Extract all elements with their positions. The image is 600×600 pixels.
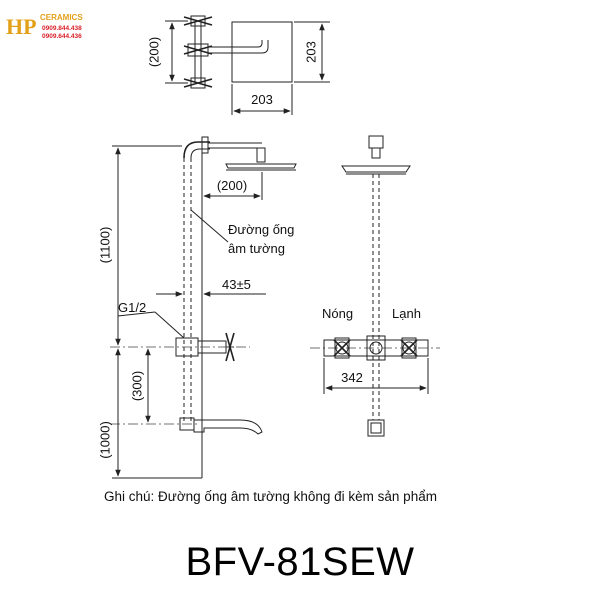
top-mixer-body bbox=[187, 43, 209, 57]
dim-floor-to-spout: (1000) bbox=[97, 421, 112, 459]
front-top-holder bbox=[368, 135, 384, 149]
front-mixer bbox=[366, 335, 386, 361]
label-pipe-line-2: âm tường bbox=[228, 241, 285, 256]
pipe-label-leader bbox=[190, 209, 229, 243]
dim-top-height: (200) bbox=[146, 37, 161, 67]
dim-arm-offset: (200) bbox=[217, 178, 247, 193]
dim-wall-depth: 43±5 bbox=[222, 277, 251, 292]
label-thread: G1/2 bbox=[118, 300, 146, 315]
logo-phone-2: 0909.644.436 bbox=[42, 33, 82, 40]
shower-head bbox=[225, 163, 297, 169]
front-hot-valve bbox=[334, 337, 350, 359]
model-number: BFV-81SEW bbox=[185, 540, 415, 584]
top-elbow bbox=[183, 141, 210, 159]
front-view: Nóng Lạnh 342 bbox=[310, 135, 440, 437]
note-text: Ghi chú: Đường ống âm tường không đi kèm… bbox=[104, 489, 437, 504]
logo-brand: CERAMICS bbox=[40, 13, 83, 22]
label-cold: Lạnh bbox=[392, 306, 421, 321]
dim-mixer-to-spout: (300) bbox=[129, 371, 144, 401]
side-spout bbox=[193, 419, 263, 435]
top-valve-handle-lower bbox=[183, 78, 213, 88]
label-hot: Nóng bbox=[322, 306, 353, 321]
side-view: (200) Đường ống âm tường 43±5 G1/2 (1100… bbox=[97, 136, 297, 479]
top-view-plate bbox=[231, 21, 293, 83]
front-valve-rail bbox=[323, 339, 429, 357]
front-cold-valve bbox=[401, 337, 417, 359]
front-shower-head bbox=[341, 165, 411, 173]
top-valve-handle-upper bbox=[183, 16, 213, 26]
wall-flange-top bbox=[201, 136, 209, 154]
dim-valve-spacing: 342 bbox=[341, 370, 363, 385]
top-view: (200) 203 203 bbox=[146, 15, 330, 115]
logo-phone-1: 0909.844.438 bbox=[42, 25, 82, 32]
dim-top-right-height: 203 bbox=[303, 41, 318, 63]
logo-mark: HP bbox=[6, 14, 37, 39]
top-spout bbox=[208, 40, 263, 48]
dim-upper-height: (1100) bbox=[97, 227, 112, 264]
front-spout bbox=[367, 419, 385, 437]
dim-top-width: 203 bbox=[251, 92, 273, 107]
brand-logo: HP CERAMICS 0909.844.438 0909.644.436 bbox=[6, 13, 83, 40]
label-pipe-line-1: Đường ống bbox=[228, 222, 294, 237]
